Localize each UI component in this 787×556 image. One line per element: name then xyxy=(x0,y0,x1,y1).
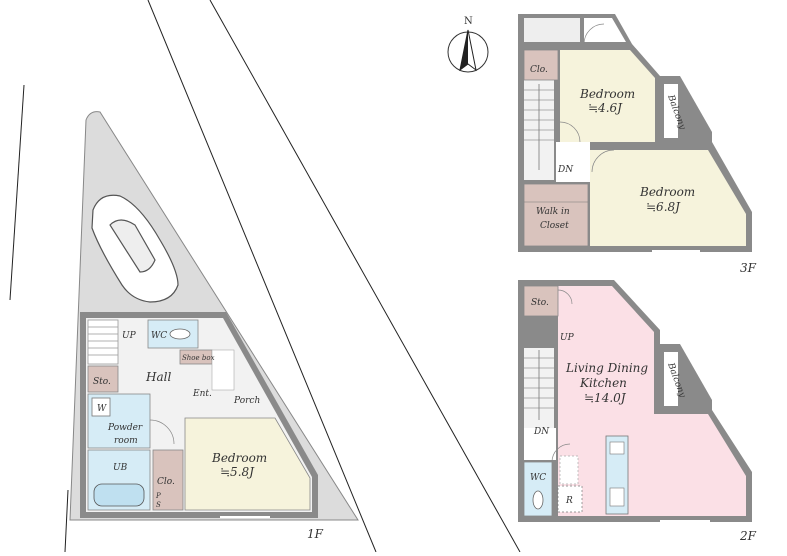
1f-ps-label-p: P xyxy=(155,492,161,500)
1f-storage-label: Sto. xyxy=(93,377,111,387)
3f-bedroom-a-size: ≒4.6J xyxy=(588,101,623,115)
1f-bathtub-icon xyxy=(93,483,145,507)
3f-bedroom-b xyxy=(590,150,746,246)
site-lines xyxy=(9,0,521,553)
2f-storage-label: Sto. xyxy=(531,298,549,308)
3f-door-arc-top xyxy=(583,23,605,45)
3f-walk-in-label-1: Walk in xyxy=(536,207,570,217)
2f-refrigerator-label: R xyxy=(565,496,573,506)
1f-powder-label-2: room xyxy=(114,436,138,446)
1f-powder-label-1: Powder xyxy=(107,423,143,433)
1f-washer-label: W xyxy=(97,404,107,414)
1f-storage xyxy=(87,365,119,393)
3f-closet-label: Clo. xyxy=(530,65,548,75)
1f-closet-label: Clo. xyxy=(157,477,175,487)
2f-ldk xyxy=(558,286,746,516)
1f-entrance-label: Ent. xyxy=(192,389,212,399)
1f-up-label: UP xyxy=(122,331,137,341)
2f-ldk-size: ≒14.0J xyxy=(584,391,627,405)
2f-hallway xyxy=(524,428,556,460)
2f-down-label: DN xyxy=(533,427,550,437)
3f-door-arc-b xyxy=(591,149,615,173)
1f-labels: UP WC Shoe box Hall Sto. Ent. Porch W Po… xyxy=(93,331,324,541)
3f-labels: Clo. Bedroom ≒4.6J Balcony DN Bedroom ≒6… xyxy=(530,65,757,275)
1f-entrance xyxy=(211,349,235,391)
2f-refrigerator xyxy=(557,485,583,513)
floor-1f xyxy=(80,312,318,518)
1f-hall-label: Hall xyxy=(145,370,171,384)
2f-storage xyxy=(523,285,559,317)
3f-down-label: DN xyxy=(557,165,574,175)
1f-door-arc xyxy=(149,419,175,445)
2f-wc-label: WC xyxy=(530,473,546,483)
2f-ldk-label-1: Living Dining xyxy=(565,361,648,375)
3f-door-arc-a xyxy=(559,121,581,143)
3f-bedroom-a xyxy=(560,50,655,142)
3f-hallway xyxy=(556,142,590,182)
1f-closet xyxy=(152,449,184,511)
1f-powder-room xyxy=(87,393,151,449)
2f-door-arc-wc xyxy=(551,443,571,463)
3f-walk-in-closet xyxy=(523,183,589,247)
floor-2f xyxy=(518,280,752,522)
1f-bedroom-label: Bedroom xyxy=(211,451,267,465)
car-icon xyxy=(91,194,179,303)
1f-shoe-box-label: Shoe box xyxy=(182,354,215,362)
1f-bath-label: UB xyxy=(113,463,128,473)
2f-up-label: UP xyxy=(560,333,575,343)
floor-3f xyxy=(518,14,752,252)
1f-stairs xyxy=(87,319,119,365)
1f-washer xyxy=(91,397,111,417)
3f-walk-in-label-2: Closet xyxy=(540,221,569,231)
1f-floor-label: 1F xyxy=(307,527,324,541)
1f-toilet-icon xyxy=(169,328,191,340)
3f-bedroom-b-label: Bedroom xyxy=(639,185,695,199)
1f-wc-label: WC xyxy=(151,331,167,341)
2f-ldk-label-2: Kitchen xyxy=(579,376,627,390)
2f-door-arc-storage xyxy=(557,289,573,305)
3f-floor-label: 3F xyxy=(740,261,757,275)
1f-porch-label: Porch xyxy=(233,396,260,406)
3f-bedroom-a-label: Bedroom xyxy=(579,87,635,101)
1f-ps-label-s: S xyxy=(156,501,161,509)
compass-north-label: N xyxy=(464,16,473,27)
1f-bedroom xyxy=(184,417,311,511)
3f-closet xyxy=(523,49,559,81)
north-compass-icon: N xyxy=(447,16,489,73)
1f-bedroom-size: ≒5.8J xyxy=(220,465,255,479)
3f-bedroom-b-size: ≒6.8J xyxy=(646,200,681,214)
2f-floor-label: 2F xyxy=(739,529,757,543)
2f-toilet-icon xyxy=(532,490,544,510)
